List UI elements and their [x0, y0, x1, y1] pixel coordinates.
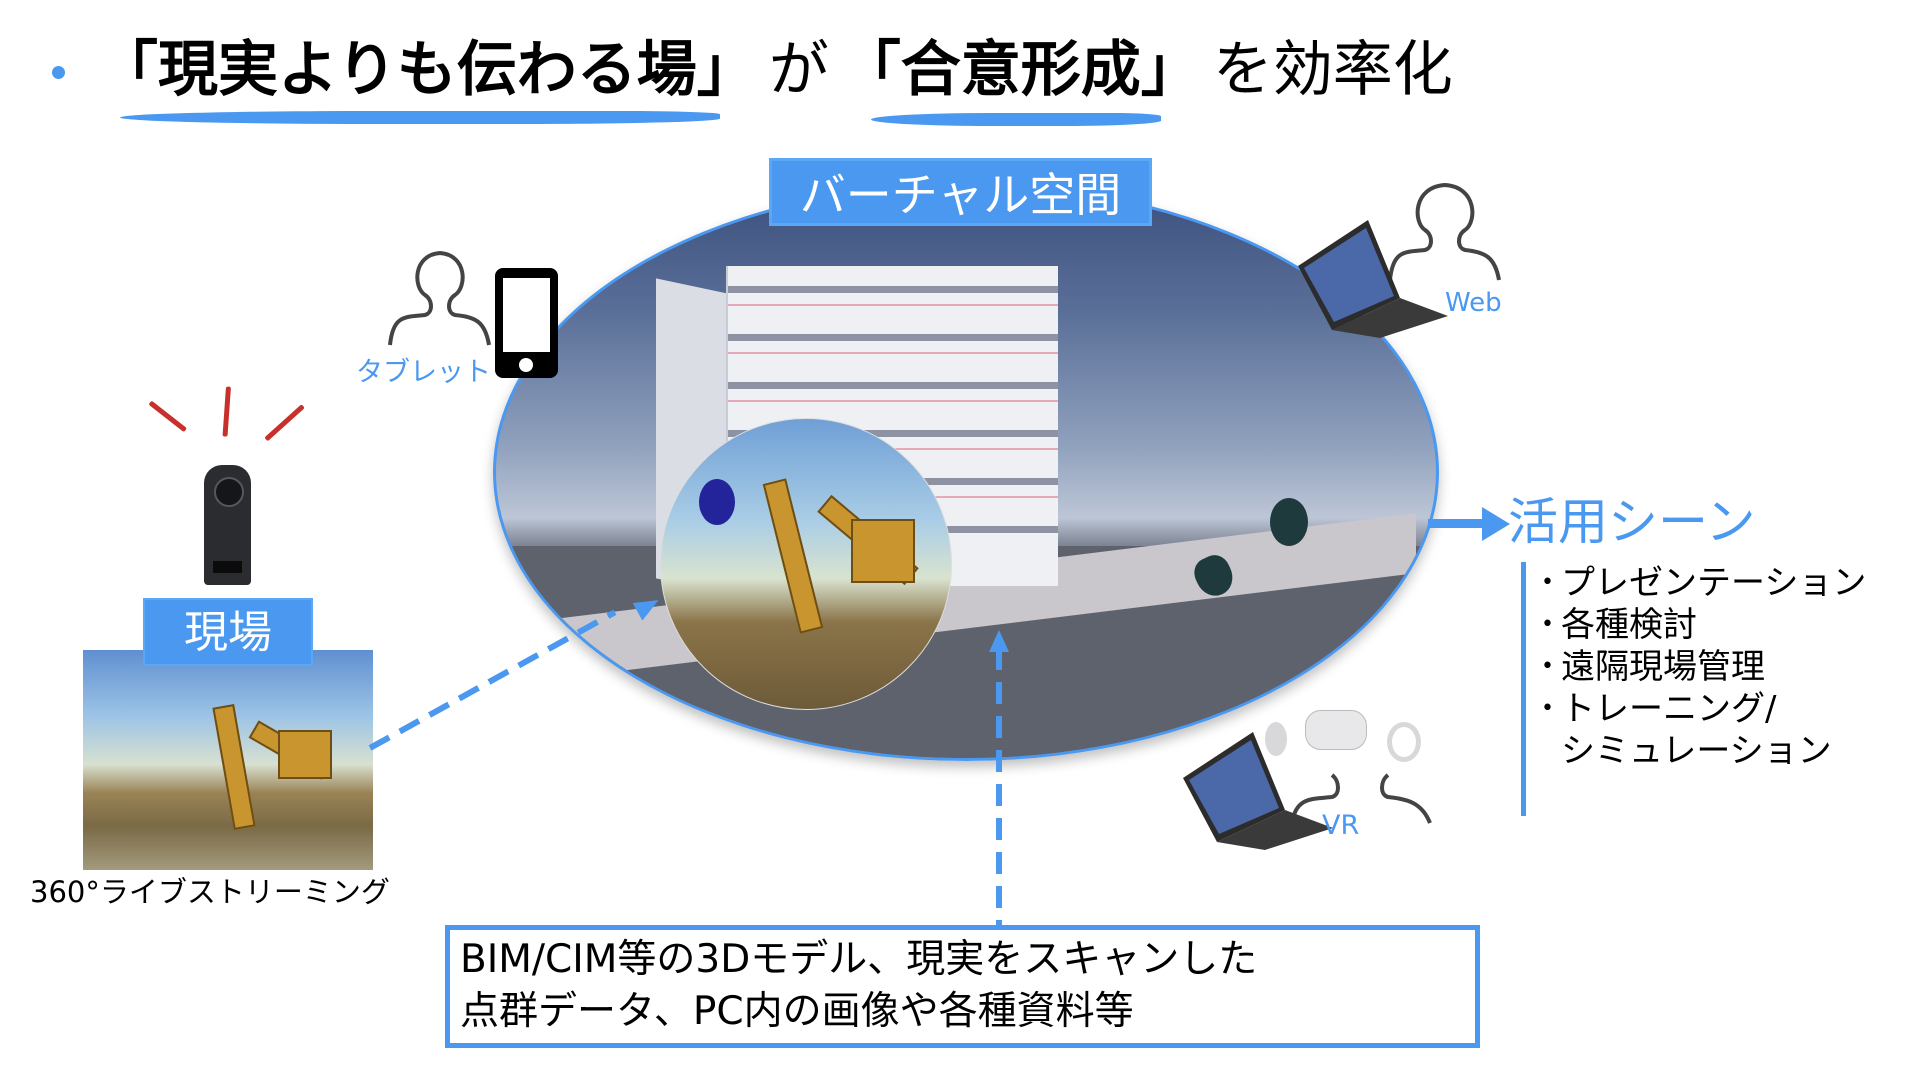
data-sources-box: BIM/CIM等の3Dモデル、現実をスキャンした 点群データ、PC内の画像や各種…: [445, 925, 1480, 1048]
smartphone-icon: [495, 268, 558, 378]
360-camera-icon: [204, 465, 251, 585]
virtual-space-scene: [493, 183, 1439, 761]
vr-laptop-icon: [1183, 732, 1333, 850]
arrow-head-icon: [989, 630, 1009, 652]
underline-brush-2: [870, 113, 1161, 126]
usage-title: 活用シーン: [1508, 493, 1756, 551]
vr-controller-left-icon: [1265, 722, 1287, 756]
vr-label: VR: [1322, 810, 1360, 841]
title-emphasis-1: 「現実よりも伝わる場」: [98, 30, 757, 124]
web-label: Web: [1445, 288, 1502, 318]
usage-item: トレーニング/シミュレーション: [1541, 688, 1866, 772]
title-part-3: 「合意形成」: [840, 35, 1201, 105]
web-user-icon: [1388, 182, 1501, 281]
title-part-1: 「現実よりも伝わる場」: [98, 35, 757, 105]
live-360-sphere: [660, 418, 952, 710]
dashed-arrow-data-to-space: [996, 648, 1002, 928]
web-laptop-icon: [1298, 220, 1448, 338]
signal-ray-left: [148, 400, 187, 433]
site-label: 現場: [143, 598, 313, 666]
title-part-2: が: [768, 35, 829, 105]
signal-ray-center: [222, 386, 231, 437]
live-streaming-caption: 360°ライブストリーミング: [30, 875, 390, 909]
vr-headset-icon: [1305, 710, 1367, 750]
avatar-head-icon: [699, 479, 735, 525]
title-bullet: [52, 66, 65, 79]
signal-ray-right: [264, 404, 305, 442]
usage-arrow: [1428, 519, 1488, 528]
data-sources-line-1: BIM/CIM等の3Dモデル、現実をスキャンした: [460, 937, 1258, 982]
arrow-right-icon: [1482, 507, 1510, 541]
usage-item: 遠隔現場管理: [1541, 646, 1866, 688]
usage-list: プレゼンテーション 各種検討 遠隔現場管理 トレーニング/シミュレーション: [1541, 562, 1866, 772]
usage-item: プレゼンテーション: [1541, 562, 1866, 604]
data-sources-line-2: 点群データ、PC内の画像や各種資料等: [460, 989, 1134, 1034]
title-emphasis-2: 「合意形成」: [840, 30, 1201, 126]
vr-avatar-head-icon: [1270, 498, 1308, 546]
virtual-space-label: バーチャル空間: [769, 158, 1152, 226]
underline-brush-1: [120, 111, 720, 124]
usage-item: 各種検討: [1541, 604, 1866, 646]
vr-user-icon: [1290, 773, 1432, 824]
tablet-user-icon: [388, 250, 491, 346]
page-title: 「現実よりも伝わる場」 が 「合意形成」 を効率化: [98, 30, 1453, 126]
title-part-4: を効率化: [1212, 35, 1453, 105]
tablet-label: タブレット: [356, 357, 491, 388]
usage-bar: [1521, 562, 1526, 816]
vr-controller-right-icon: [1387, 722, 1421, 762]
site-photo: [83, 650, 373, 870]
